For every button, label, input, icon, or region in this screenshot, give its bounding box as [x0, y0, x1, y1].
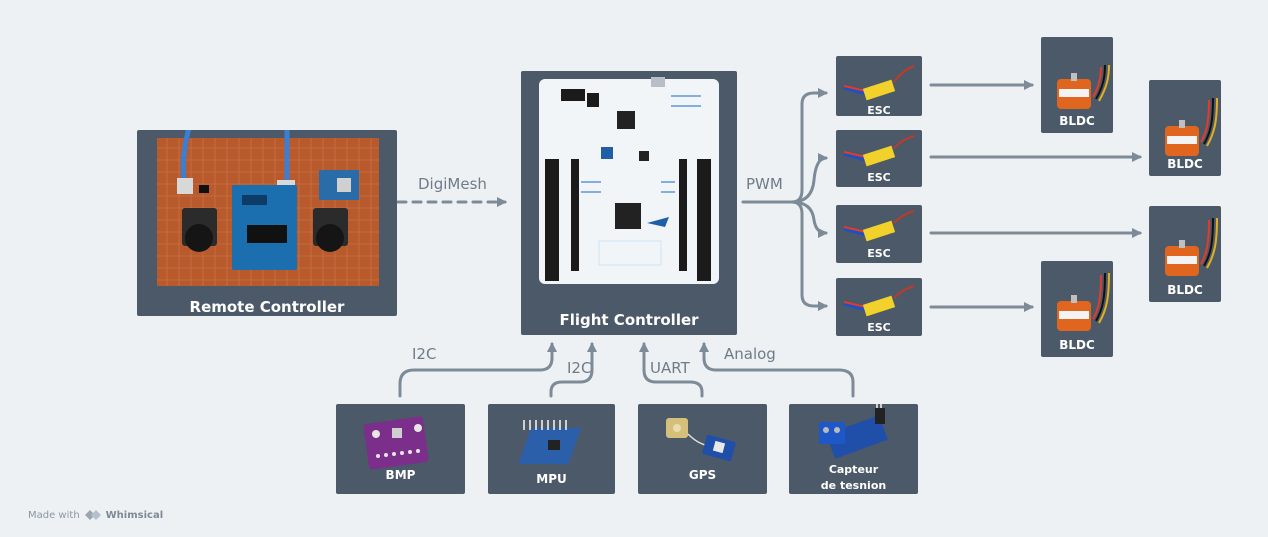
- bldc-label-4: BLDC: [1059, 338, 1095, 352]
- bmp-node[interactable]: BMP: [336, 404, 465, 494]
- edge-label-uart: UART: [650, 359, 690, 377]
- mpu-node[interactable]: MPU: [488, 404, 615, 494]
- voltage-sensor-label-line2: de tesnion: [820, 479, 887, 492]
- bldc-motor-image: [1165, 97, 1218, 156]
- bmp-i2c-connector: [398, 342, 557, 398]
- bldc-node-3[interactable]: BLDC: [1149, 206, 1221, 302]
- edge-label-i2c-mpu: I2C: [567, 359, 592, 377]
- voltage-sensor-label-line1: Capteur: [828, 463, 879, 476]
- esc-image: [843, 135, 915, 167]
- esc-image: [843, 210, 915, 242]
- esc-image: [843, 65, 915, 101]
- flight-controller-image: [539, 77, 719, 284]
- edge-label-digimesh: DigiMesh: [418, 175, 487, 193]
- gps-node[interactable]: GPS: [638, 404, 767, 494]
- remote-controller-node[interactable]: Remote Controller: [137, 130, 397, 316]
- flight-controller-node[interactable]: Flight Controller: [521, 71, 737, 335]
- voltage-sensor-image: [819, 404, 888, 459]
- bldc-node-4[interactable]: BLDC: [1041, 261, 1113, 357]
- esc-node-1[interactable]: ESC: [836, 56, 922, 117]
- made-with-whimsical[interactable]: Made with Whimsical: [28, 509, 163, 521]
- pwm-to-esc-4: [790, 200, 828, 311]
- pwm-to-esc-1: [790, 88, 828, 204]
- esc-label-3: ESC: [867, 247, 891, 260]
- esc-label-4: ESC: [867, 321, 891, 334]
- mpu-label: MPU: [536, 472, 567, 486]
- mpu-sensor-image: [518, 420, 582, 464]
- bldc-motor-image: [1057, 272, 1110, 331]
- esc-label-2: ESC: [867, 171, 891, 184]
- edge-label-i2c-bmp: I2C: [412, 345, 437, 363]
- bmp-label: BMP: [385, 468, 416, 482]
- bmp-sensor-image: [363, 416, 429, 470]
- esc-node-2[interactable]: ESC: [836, 130, 922, 187]
- remote-controller-image: [157, 130, 379, 286]
- esc-node-3[interactable]: ESC: [836, 205, 922, 263]
- edge-label-pwm: PWM: [746, 175, 783, 193]
- gps-label: GPS: [688, 468, 717, 482]
- voltage-sensor-node[interactable]: Capteur de tesnion: [789, 404, 918, 494]
- pwm-to-esc-2: [790, 153, 828, 204]
- bldc-label-1: BLDC: [1059, 114, 1095, 128]
- esc-image: [843, 285, 915, 317]
- edge-label-analog: Analog: [724, 345, 776, 363]
- esc-label-1: ESC: [867, 104, 891, 117]
- pwm-to-esc-3: [790, 200, 828, 238]
- bldc-label-2: BLDC: [1167, 157, 1203, 171]
- made-with-text: Made with: [28, 509, 80, 521]
- whimsical-brand: Whimsical: [105, 509, 164, 521]
- bldc-node-2[interactable]: BLDC: [1149, 80, 1221, 176]
- gps-uart-connector: [639, 342, 704, 398]
- esc-node-4[interactable]: ESC: [836, 278, 922, 336]
- bldc-label-3: BLDC: [1167, 283, 1203, 297]
- flight-controller-label: Flight Controller: [559, 311, 699, 329]
- remote-controller-label: Remote Controller: [189, 298, 345, 316]
- voltage-analog-connector: [699, 342, 855, 398]
- gps-module-image: [666, 418, 736, 462]
- bldc-motor-image: [1165, 217, 1218, 276]
- bldc-motor-image: [1057, 64, 1110, 109]
- bldc-node-1[interactable]: BLDC: [1041, 37, 1113, 133]
- whimsical-logo-icon: [84, 510, 101, 520]
- mpu-i2c-connector: [549, 342, 597, 398]
